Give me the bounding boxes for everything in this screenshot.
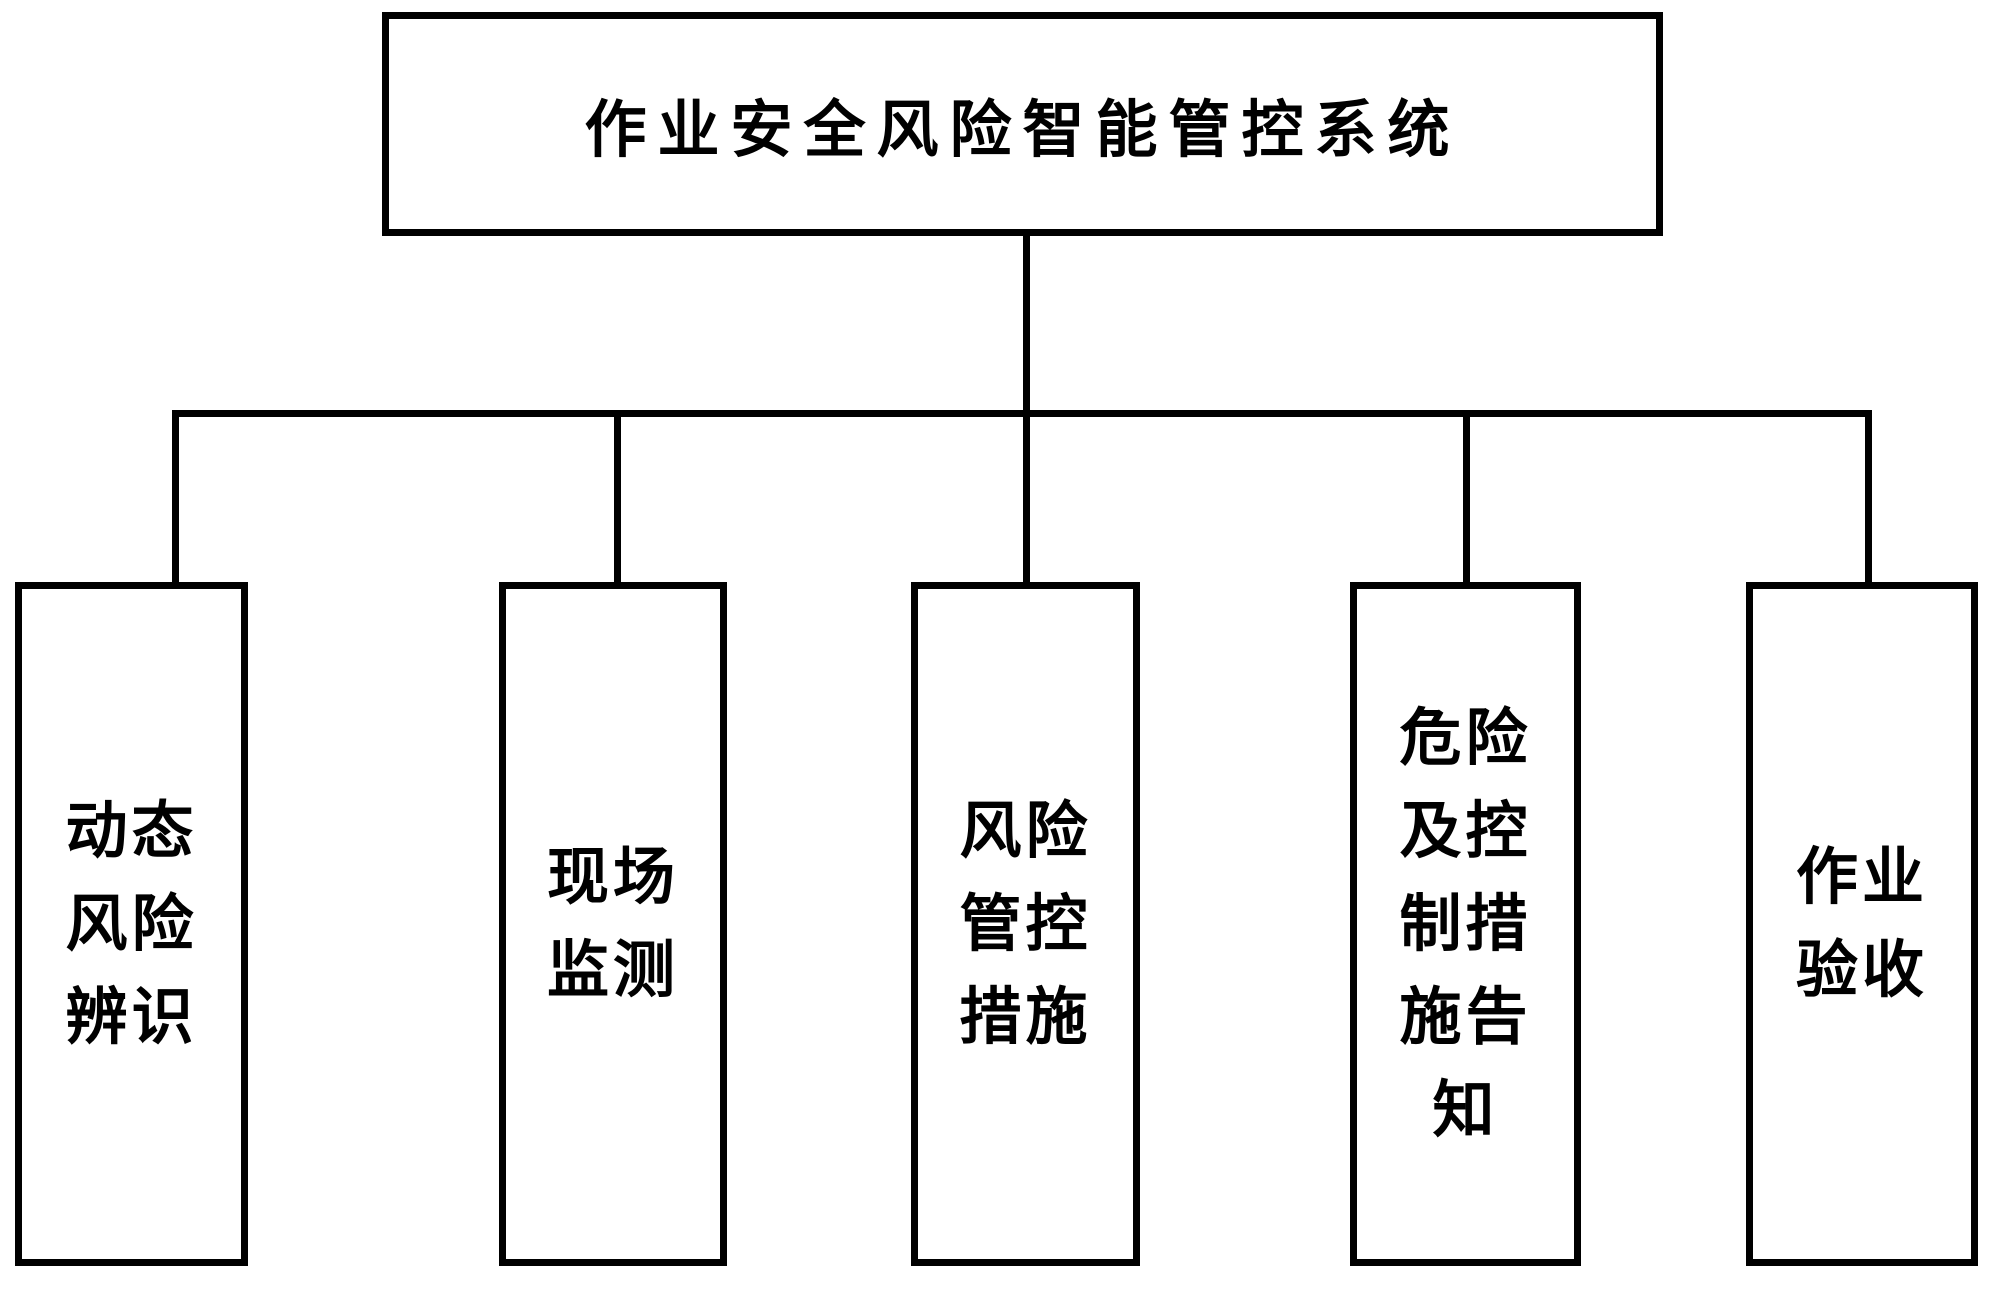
node-hazard-control-notification-label: 危险 及控 制措 施告 知 <box>1399 703 1532 1145</box>
connector-root-riser <box>1023 236 1030 414</box>
node-risk-control-measures: 风险 管控 措施 <box>911 582 1140 1266</box>
node-system-root: 作业安全风险智能管控系统 <box>382 12 1663 236</box>
node-work-acceptance-label: 作业 验收 <box>1795 843 1928 1005</box>
node-dynamic-risk-identification: 动态 风险 辨识 <box>15 582 248 1266</box>
node-work-acceptance: 作业 验收 <box>1746 582 1978 1266</box>
connector-horizontal-bus <box>172 410 1872 417</box>
node-risk-control-measures-label: 风险 管控 措施 <box>959 796 1092 1052</box>
connector-stub-hazard-notification <box>1463 410 1470 582</box>
node-site-monitoring: 现场 监测 <box>499 582 727 1266</box>
node-dynamic-risk-identification-label: 动态 风险 辨识 <box>65 796 198 1052</box>
connector-stub-dynamic-risk <box>172 410 179 582</box>
node-system-root-label: 作业安全风险智能管控系统 <box>584 96 1461 165</box>
node-hazard-control-notification: 危险 及控 制措 施告 知 <box>1350 582 1581 1266</box>
node-site-monitoring-label: 现场 监测 <box>546 843 679 1005</box>
connector-stub-work-acceptance <box>1865 410 1872 582</box>
connector-stub-risk-control <box>1023 410 1030 582</box>
connector-stub-site-monitoring <box>614 410 621 582</box>
